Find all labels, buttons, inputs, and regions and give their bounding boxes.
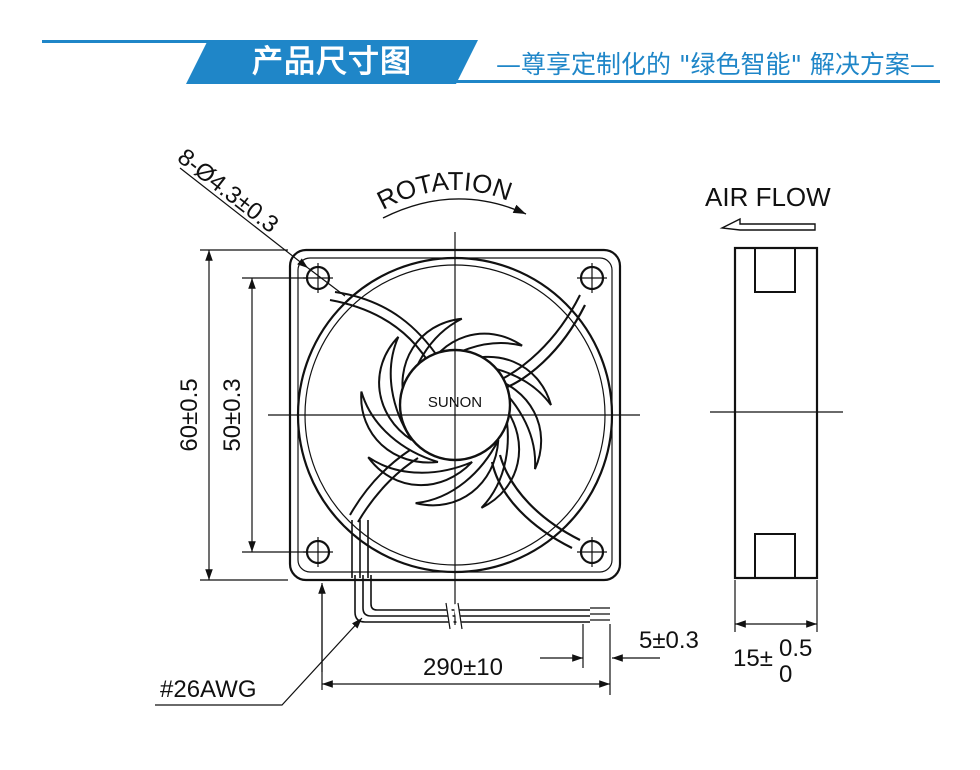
airflow-label: AIR FLOW	[705, 182, 831, 212]
center-lines	[268, 232, 843, 625]
thickness-label: 15±	[733, 645, 773, 672]
wire-gauge-leader	[155, 617, 363, 706]
hole-spacing-label: 50±0.3	[219, 378, 246, 451]
outer-height-label: 60±0.5	[176, 378, 203, 451]
side-frame	[733, 246, 819, 580]
header-line-right	[456, 80, 940, 83]
support-rib	[334, 291, 441, 361]
header-banner: 产品尺寸图 —尊享定制化的 "绿色智能" 解决方案—	[0, 0, 980, 100]
lead-length-dimension	[318, 583, 660, 695]
hole-spec-label: 8-Ø4.3±0.3	[172, 143, 283, 238]
thickness-dimension	[734, 580, 818, 632]
lead-strip-label: 5±0.3	[639, 627, 699, 654]
thickness-lower-tolerance: 0	[779, 661, 792, 688]
header-line-left	[42, 40, 212, 43]
page-title: 产品尺寸图	[252, 44, 412, 80]
fan-side-view	[733, 246, 819, 580]
height-dimensions	[200, 249, 306, 581]
lead-length-label: 290±10	[423, 654, 503, 681]
hub-brand-label: SUNON	[428, 394, 482, 411]
wire-gauge-label: #26AWG	[160, 676, 256, 703]
mounting-holes	[303, 263, 607, 567]
airflow-arrow-icon	[719, 217, 816, 231]
title-tab	[186, 40, 478, 84]
thickness-upper-tolerance: 0.5	[779, 635, 812, 662]
rotation-label: ROTATION	[372, 166, 516, 216]
lead-wires	[354, 575, 610, 630]
page-subtitle: —尊享定制化的 "绿色智能" 解决方案—	[496, 50, 935, 79]
rotation-arrow-icon	[382, 198, 527, 219]
